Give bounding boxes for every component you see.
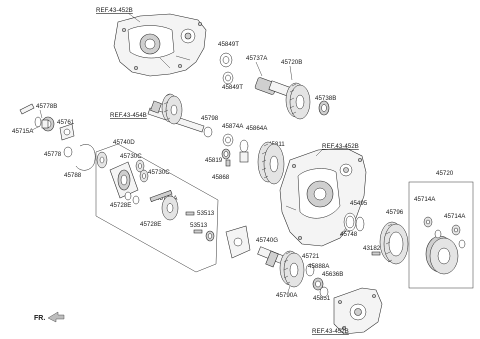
direction-label: FR. (34, 315, 45, 322)
snap-ring-45788 (75, 144, 96, 171)
plate-45761 (59, 123, 75, 141)
pin-53513-b (193, 229, 203, 234)
washer-45849T-b (222, 71, 234, 85)
seal-45778B (19, 103, 55, 132)
assembly-box-45720 (408, 181, 474, 289)
label-45819: 45819 (205, 157, 223, 164)
label-45636B: 45636B (322, 271, 343, 278)
carrier-plate (205, 225, 251, 259)
diff-assembly-45720 (425, 229, 466, 275)
ring-gear-45796 (379, 221, 409, 265)
label-45888A: 45888A (308, 263, 330, 270)
ring-45798 (203, 126, 213, 138)
label-45495: 45495 (350, 200, 368, 207)
label-45851: 45851 (313, 295, 331, 302)
label-45796: 45796 (386, 209, 404, 216)
label-45740D: 45740D (113, 139, 135, 146)
leader-line (31, 125, 41, 131)
label-45864A: 45864A (246, 125, 268, 132)
label-43182: 43182 (363, 245, 381, 252)
leader-line (287, 285, 291, 293)
pinion-shaft-45743A (149, 190, 173, 202)
pin-43182 (371, 251, 381, 256)
label-45737A: 45737A (246, 55, 268, 62)
label-45778B: 45778B (36, 103, 57, 110)
label-45721: 45721 (302, 253, 320, 260)
side-gear-45730C-a (135, 159, 145, 173)
ref-label-top[interactable]: REF.43-452B (96, 7, 133, 14)
label-45849T-b: 45849T (222, 84, 243, 91)
label-45740G: 45740G (256, 237, 278, 244)
diff-case-45740D (96, 151, 139, 199)
spacer-45864A (239, 139, 249, 163)
ring-45851 (319, 286, 329, 298)
label-45738B: 45738B (315, 95, 336, 102)
label-45728E-a: 45728E (110, 202, 131, 209)
pin-53513-a (185, 211, 195, 216)
bearing-45738B (318, 100, 330, 116)
label-53513-b: 53513 (190, 222, 208, 229)
transaxle-cover-bottom (333, 287, 383, 335)
leader-line (255, 61, 263, 77)
label-45788: 45788 (64, 172, 82, 179)
washer-45849T-a (219, 52, 233, 68)
label-45798: 45798 (201, 115, 219, 122)
washer-45728E-a (124, 191, 140, 205)
label-45748: 45748 (340, 231, 358, 238)
gear-45728E-b (161, 195, 179, 221)
washer-45874A (222, 133, 234, 147)
label-45714A-a: 45714A (414, 196, 436, 203)
washer-45721 (305, 263, 315, 277)
gear-45714A-a (423, 216, 433, 228)
leader-line (339, 325, 347, 331)
label-45849T-a: 45849T (218, 41, 239, 48)
front-arrow-icon (47, 311, 65, 323)
label-45720: 45720 (436, 170, 454, 177)
side-gear-45730C-b (139, 169, 149, 183)
label-45720B: 45720B (281, 59, 302, 66)
label-45730C-b: 45730C (148, 169, 170, 176)
gear-45811 (257, 141, 285, 185)
label-45728E-b: 45728E (140, 221, 161, 228)
ref-label-shaft[interactable]: REF.43-454B (110, 112, 147, 119)
shaft-45737A (254, 77, 292, 97)
label-45778: 45778 (44, 151, 62, 158)
gear-45720B (285, 82, 311, 120)
label-53513-a: 53513 (197, 210, 215, 217)
frame-45740D (95, 143, 219, 273)
bearing-45636B (312, 277, 324, 291)
ref-label-bottom-cover[interactable]: REF.43-452B (312, 328, 349, 335)
ring-45495 (343, 212, 357, 232)
washer-45748 (355, 216, 365, 232)
gear-45790A (279, 250, 305, 288)
label-45715A: 45715A (12, 128, 34, 135)
label-45714A-b: 45714A (444, 213, 466, 220)
ring-45778 (63, 146, 73, 158)
input-shaft (147, 93, 205, 133)
ref-label-right-case[interactable]: REF.43-452B (322, 143, 359, 150)
gear-45714A-b (451, 224, 461, 236)
bearing-45874A (221, 148, 231, 160)
leader-line (39, 109, 43, 119)
leader-line (289, 65, 293, 81)
label-45868: 45868 (212, 174, 230, 181)
leader-line (127, 12, 141, 23)
label-45761: 45761 (57, 119, 75, 126)
label-45790A: 45790A (276, 292, 298, 299)
transaxle-case-top (113, 13, 207, 77)
label-45874A: 45874A (222, 123, 244, 130)
leader-line (315, 149, 323, 157)
label-45730C-a: 45730C (120, 153, 142, 160)
pin-45868 (225, 159, 231, 167)
